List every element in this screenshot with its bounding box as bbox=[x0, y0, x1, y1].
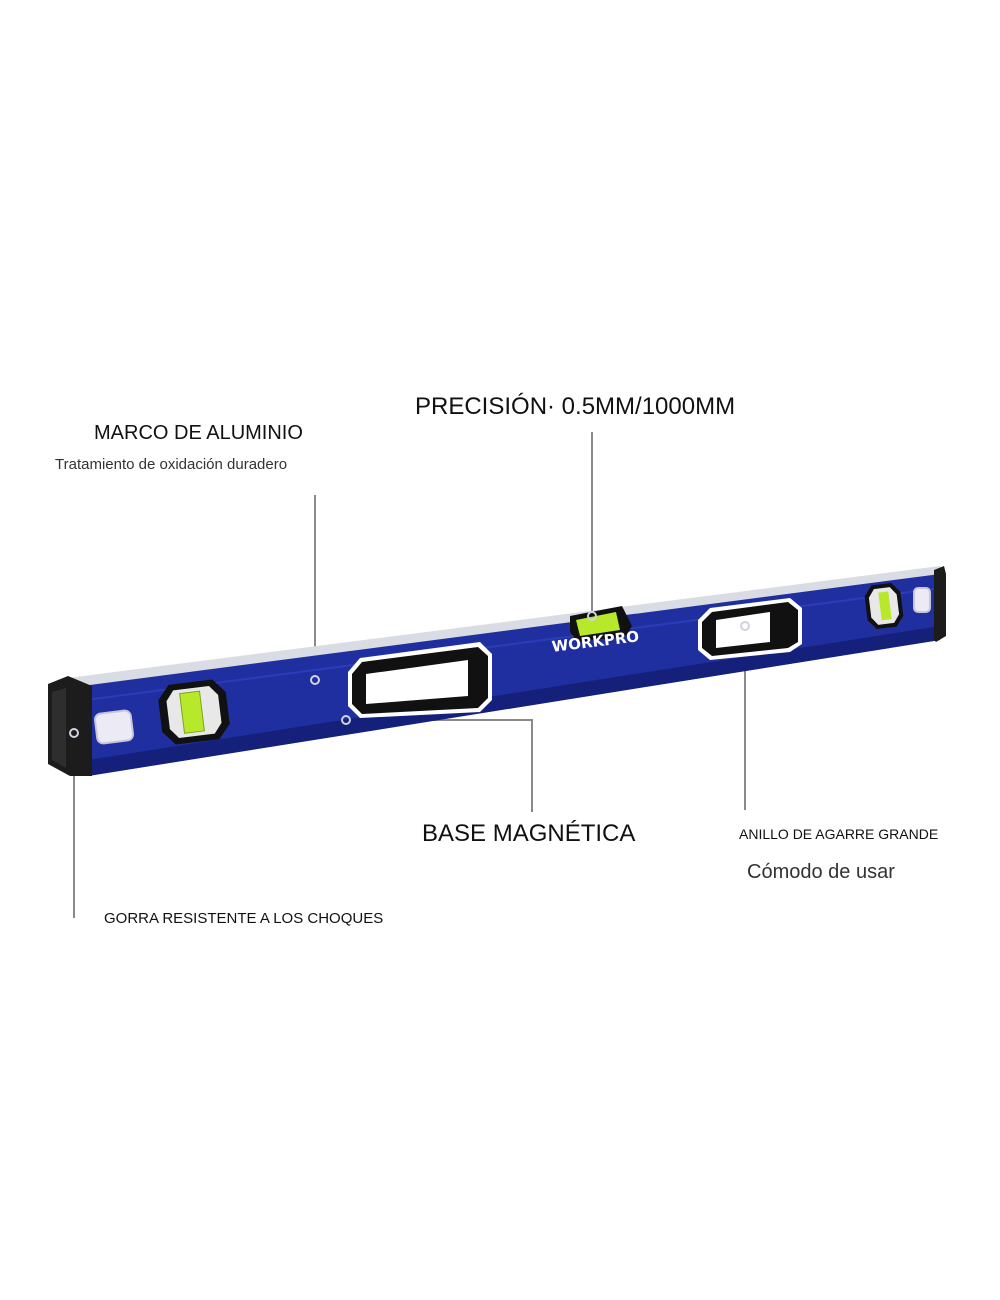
hang-hole-right bbox=[913, 587, 931, 613]
callout-frame-title: MARCO DE ALUMINIO bbox=[94, 422, 303, 444]
vial-left bbox=[158, 679, 230, 745]
callout-frame-subtitle: Tratamiento de oxidación duradero bbox=[55, 456, 288, 473]
hang-hole-left bbox=[93, 709, 135, 745]
callout-grip-title: ANILLO DE AGARRE GRANDE bbox=[739, 826, 939, 842]
vial-center bbox=[570, 606, 632, 642]
callout-precision-title: PRECISIÓN· 0.5MM/1000MM bbox=[415, 393, 736, 420]
leader-base bbox=[347, 719, 533, 812]
level-body-shade bbox=[88, 626, 940, 776]
grip-handle-right bbox=[698, 598, 802, 660]
vial-right bbox=[864, 582, 904, 630]
callout-magnetic-base-title: BASE MAGNÉTICA bbox=[422, 820, 636, 847]
level-top-face bbox=[68, 566, 946, 686]
leader-markers bbox=[69, 611, 750, 738]
end-cap-right bbox=[934, 566, 946, 642]
callout-end-cap-title: GORRA RESISTENTE A LOS CHOQUES bbox=[104, 910, 384, 927]
grip-handle-left bbox=[348, 642, 492, 718]
callout-grip-subtitle: Cómodo de usar bbox=[747, 861, 895, 883]
